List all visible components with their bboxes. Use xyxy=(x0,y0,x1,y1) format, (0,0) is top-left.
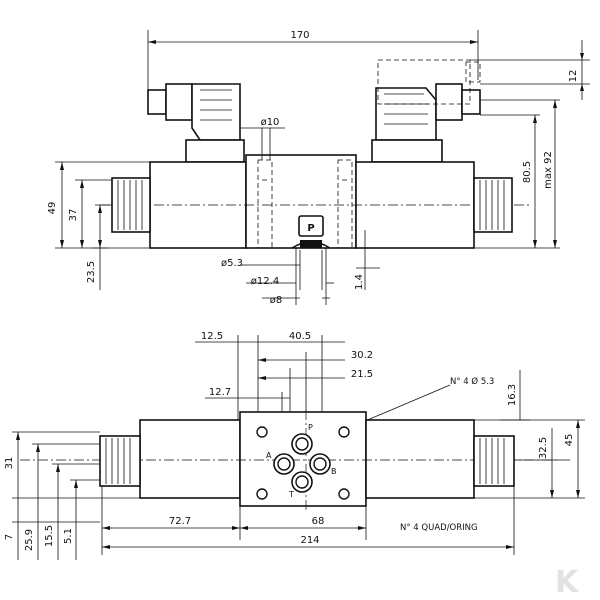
dim-80-5: 80.5 xyxy=(522,161,533,183)
dim-max-92: max 92 xyxy=(543,151,554,189)
dim-dia-5-3: ø5.3 xyxy=(221,258,243,269)
dim-1-4: 1.4 xyxy=(354,274,365,290)
dim-dia-12-4: ø12.4 xyxy=(251,276,279,287)
dim-23-5: 23.5 xyxy=(86,261,97,283)
dim-15-5: 15.5 xyxy=(44,525,55,547)
dim-12: 12 xyxy=(568,70,579,83)
dim-30-2: 30.2 xyxy=(351,350,373,361)
dim-40-5: 40.5 xyxy=(289,331,311,342)
dim-49: 49 xyxy=(47,202,58,215)
dim-68: 68 xyxy=(312,516,325,527)
elevation-view: 170 12 80.5 max 92 xyxy=(47,30,590,306)
dim-72-7: 72.7 xyxy=(169,516,191,527)
note-quad-oring: N° 4 QUAD/ORING xyxy=(400,523,478,533)
dim-25-9: 25.9 xyxy=(24,529,35,551)
note-holes: N° 4 Ø 5.3 xyxy=(450,376,494,387)
dim-dia-10: ø10 xyxy=(261,117,280,128)
dim-16-3: 16.3 xyxy=(507,384,518,406)
dim-37: 37 xyxy=(68,209,79,222)
dim-12-7: 12.7 xyxy=(209,387,231,398)
port-p-badge: P xyxy=(307,223,314,234)
plan-view: 12.5 40.5 30.2 21.5 12.7 N° 4 Ø 5.3 16.3 xyxy=(4,331,585,560)
dim-170: 170 xyxy=(290,30,309,41)
dim-32-5: 32.5 xyxy=(538,437,549,459)
dim-214: 214 xyxy=(300,535,319,546)
port-label-b: B xyxy=(331,467,337,476)
dim-7: 7 xyxy=(4,534,15,540)
dim-21-5: 21.5 xyxy=(351,369,373,380)
dim-31: 31 xyxy=(4,457,15,470)
dim-12-5: 12.5 xyxy=(201,331,223,342)
port-label-p: P xyxy=(308,423,313,432)
port-label-a: A xyxy=(266,451,272,460)
dim-45: 45 xyxy=(564,434,575,447)
brand-logo: K xyxy=(555,565,580,600)
port-label-t: T xyxy=(288,490,294,499)
dim-dia-8: ø8 xyxy=(270,295,282,306)
dim-5-1: 5.1 xyxy=(63,528,74,544)
